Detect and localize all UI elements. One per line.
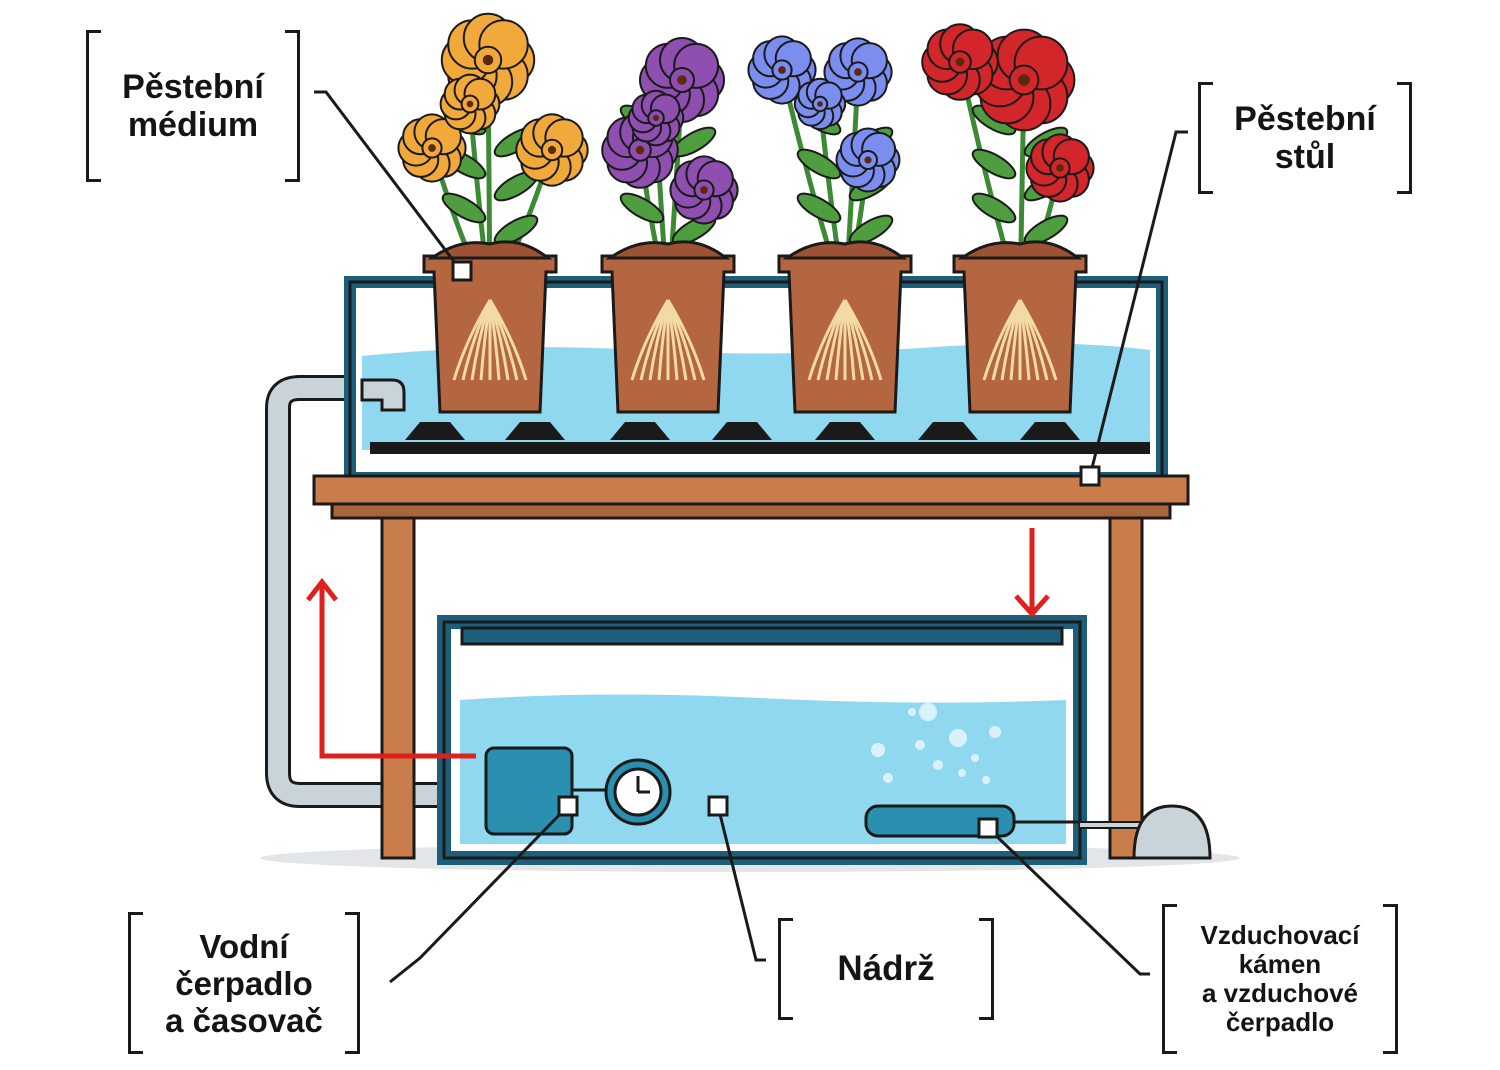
- timer-icon: [604, 758, 672, 826]
- label-line: Pěstební: [1234, 100, 1376, 138]
- pot-icon: [600, 37, 739, 414]
- pot-icon: [397, 12, 589, 414]
- label-line: médium: [127, 106, 259, 144]
- label-line: Nádrž: [837, 949, 935, 988]
- air-stone-icon: [864, 804, 1212, 860]
- label-line: čerpadlo: [175, 964, 313, 1002]
- label-line: Vzduchovací: [1200, 920, 1360, 950]
- leader-lines: [314, 90, 1188, 984]
- label-growing-table: Pěstební stůl: [1198, 82, 1412, 194]
- label-line: kámen: [1238, 949, 1322, 979]
- pipe-icon: [265, 375, 445, 808]
- flower-icon: [627, 89, 685, 147]
- pot-icon: [747, 35, 913, 414]
- flower-icon: [921, 23, 999, 101]
- flower-icon: [835, 127, 901, 193]
- pot-icon: [921, 23, 1095, 414]
- label-line: čerpadlo: [1225, 1007, 1335, 1037]
- pump-icon: [484, 746, 606, 836]
- flower-icon: [747, 35, 817, 105]
- table-top: [312, 474, 1190, 520]
- label-line: Pěstební: [122, 68, 264, 106]
- label-line: a vzduchové: [1201, 978, 1359, 1008]
- flower-icon: [823, 37, 893, 107]
- flower-icon: [439, 73, 501, 135]
- plants: [397, 12, 1095, 414]
- label-growing-medium: Pěstební médium: [86, 30, 300, 182]
- flow-arrow-icon: [306, 528, 1050, 759]
- label-line: a časovač: [165, 1001, 323, 1039]
- flower-icon: [515, 113, 589, 187]
- flower-icon: [793, 77, 847, 131]
- label-water-pump: Vodní čerpadlo a časovač: [128, 912, 360, 1054]
- label-air-stone: Vzduchovací kámen a vzduchové čerpadlo: [1162, 904, 1398, 1054]
- marker-squares: [451, 260, 1101, 839]
- flower-icon: [1025, 133, 1095, 203]
- label-reservoir: Nádrž: [778, 918, 994, 1020]
- flower-icon: [669, 155, 739, 225]
- table-legs: [380, 513, 1144, 860]
- label-line: stůl: [1274, 138, 1336, 176]
- label-line: Vodní: [199, 927, 289, 965]
